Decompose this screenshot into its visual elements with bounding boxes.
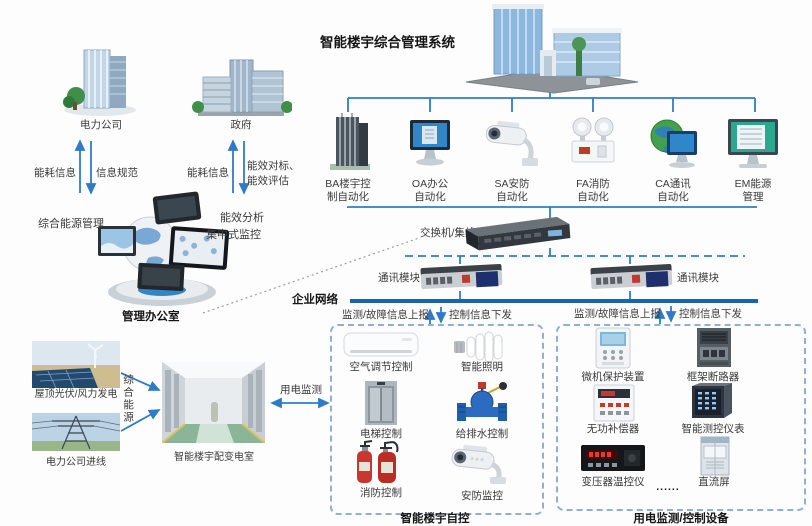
- network-switch-icon: [452, 214, 574, 256]
- management-office-computers-icon: [92, 186, 234, 310]
- power-device-box: [556, 324, 806, 511]
- smart-meter-label: 智能测控仪表: [681, 423, 745, 435]
- reactive-compensator-icon: [592, 384, 636, 422]
- benchmark-label-line1: 能效对标、: [247, 160, 300, 172]
- air-conditioner-icon: [342, 330, 420, 360]
- office-to-switch-dotted-line: [202, 237, 420, 314]
- elevator-icon: [364, 380, 398, 426]
- energy-flow-arrows: [120, 372, 161, 432]
- comm-module-right-label: 通讯模块: [677, 272, 719, 284]
- report-control-arrows: [424, 306, 677, 325]
- temp-controller-label: 变压器温控仪: [581, 476, 645, 488]
- fire-extinguisher-icon: [352, 437, 406, 486]
- elevator-control-label: 电梯控制: [360, 428, 402, 440]
- sa-camera-icon: [484, 118, 542, 170]
- water-control-label: 给排水控制: [455, 428, 509, 440]
- page-title: 智能楼宇综合管理系统: [320, 35, 455, 50]
- circuit-breaker-label: 框架断路器: [686, 371, 740, 383]
- subsystem-label-oa: OA办公 自动化: [411, 178, 449, 204]
- government-label: 政府: [230, 119, 252, 131]
- security-monitoring-label: 安防监控: [461, 490, 503, 502]
- incoming-line-label: 电力公司进线: [46, 457, 106, 468]
- integrated-energy-mgmt-label: 综合能源管理: [38, 218, 104, 230]
- rooftop-label: 屋顶光伏/风力发电: [34, 389, 118, 400]
- circuit-breaker-icon: [694, 326, 734, 369]
- subsystem-label-ca: CA通讯 自动化: [655, 178, 691, 204]
- comm-module-right-icon: [588, 261, 676, 295]
- protection-device-label: 微机保护装置: [581, 371, 645, 383]
- network-tree-lines: [347, 85, 757, 299]
- substation-label: 智能楼宇配变电室: [174, 452, 254, 463]
- report-label-left: 监测/故障信息上报: [342, 309, 429, 321]
- integrated-energy-label: 综合能源: [122, 374, 135, 424]
- fa-emergency-light-icon: [565, 116, 621, 170]
- efficiency-analysis-label: 能效分析: [220, 212, 264, 224]
- management-office-label: 管理办公室: [122, 311, 180, 323]
- power-company-arrows: [74, 139, 97, 195]
- power-company-label: 电力公司: [80, 119, 122, 131]
- water-valve-icon: [455, 376, 509, 426]
- central-monitoring-label: 集中式监控: [206, 229, 261, 241]
- energy-info-label-right: 能耗信息: [187, 167, 229, 179]
- device-box-title: 用电监测/控制设备: [633, 513, 729, 525]
- transformer-temp-controller-icon: [580, 442, 646, 474]
- ca-globe-icon: [647, 116, 701, 172]
- ba-building-icon: [322, 112, 374, 174]
- subsystem-label-ba: BA楼宇控 制自动化: [325, 178, 371, 204]
- enterprise-network-label: 企业网络: [292, 294, 338, 306]
- power-line-tower-photo: [32, 413, 120, 451]
- cfl-bulb-icon: [452, 329, 510, 365]
- subsystem-label-em: EM能源 管理: [734, 178, 772, 204]
- government-arrows: [227, 139, 250, 195]
- energy-info-label-left: 能耗信息: [34, 167, 76, 179]
- ac-control-label: 空气调节控制: [349, 361, 413, 373]
- main-building-icon: [458, 2, 644, 94]
- rooftop-solar-wind-photo: [32, 341, 120, 388]
- dispatch-label-left: 控制信息下发: [449, 309, 512, 321]
- security-camera-icon: [450, 444, 512, 484]
- oa-monitor-icon: [405, 118, 455, 168]
- substation-room-photo: [162, 362, 265, 443]
- subsystem-label-fa: FA消防 自动化: [576, 178, 610, 204]
- reactive-compensator-label: 无功补偿器: [586, 423, 640, 435]
- subsystem-label-sa: SA安防 自动化: [494, 178, 530, 204]
- power-monitoring-label: 用电监测: [280, 384, 322, 396]
- comm-module-left-label: 通讯模块: [378, 272, 420, 284]
- building-automation-box: [330, 324, 544, 515]
- smart-meter-icon: [688, 382, 734, 422]
- dc-panel-icon: [692, 436, 738, 476]
- dc-panel-label: 直流屏: [698, 476, 730, 488]
- benchmark-label-line2: 能效评估: [247, 175, 289, 187]
- government-building-icon: [190, 55, 292, 121]
- smart-lighting-label: 智能照明: [461, 361, 503, 373]
- device-box-ellipsis: ......: [656, 481, 680, 493]
- fire-control-label: 消防控制: [360, 487, 402, 499]
- info-standard-label: 信息规范: [96, 167, 138, 179]
- comm-module-left-icon: [418, 261, 506, 295]
- automation-box-title: 智能楼宇自控: [400, 513, 470, 525]
- report-label-right: 监测/故障信息上报: [574, 308, 661, 320]
- em-energy-monitor-icon: [725, 116, 781, 174]
- dispatch-label-right: 控制信息下发: [679, 308, 742, 320]
- protection-device-icon: [592, 327, 634, 369]
- power-company-building-icon: [52, 42, 148, 118]
